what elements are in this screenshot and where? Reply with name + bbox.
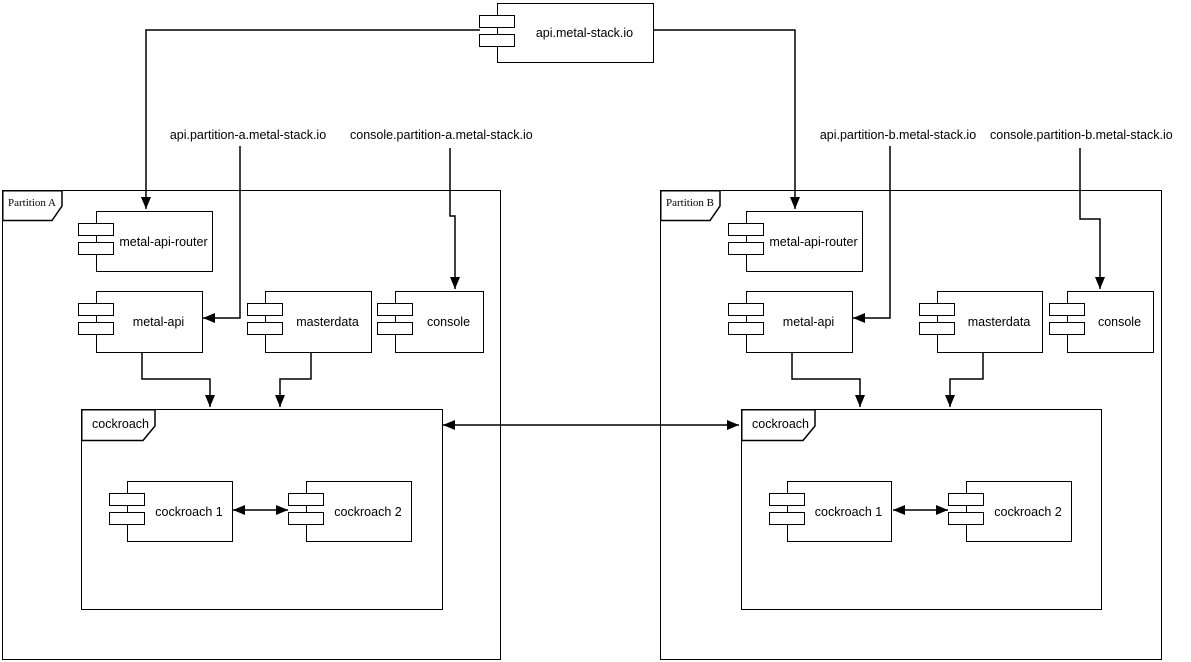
partition-a-tab <box>1 189 63 221</box>
component-port-icon <box>727 242 764 255</box>
component-label: api.metal-stack.io <box>535 26 634 40</box>
component-port-icon <box>77 322 114 335</box>
component-masterdata-a: masterdata <box>246 291 372 353</box>
component-label: cockroach 1 <box>155 504 223 519</box>
component-cockroach-2-b: cockroach 2 <box>947 481 1072 542</box>
component-label: masterdata <box>967 315 1031 329</box>
component-port-icon <box>918 322 955 335</box>
component-api-metal-stack-io: api.metal-stack.io <box>478 3 654 63</box>
component-port-icon <box>246 303 283 316</box>
component-label: metal-api <box>132 315 185 329</box>
component-port-icon <box>246 322 283 335</box>
component-port-icon <box>1048 303 1085 316</box>
component-label: masterdata <box>296 315 359 329</box>
component-port-icon <box>287 512 324 525</box>
component-label: cockroach 1 <box>814 504 883 519</box>
component-label: cockroach 2 <box>334 504 402 519</box>
component-metal-api-router-b: metal-api-router <box>727 211 863 272</box>
component-port-icon <box>918 303 955 316</box>
component-metal-api-b: metal-api <box>727 291 853 353</box>
component-port-icon <box>727 223 764 236</box>
component-port-icon <box>947 512 984 525</box>
endpoint-label-api-partition-b: api.partition-b.metal-stack.io <box>819 128 977 142</box>
component-label: metal-api-router <box>119 234 208 249</box>
component-label: metal-api-router <box>769 234 858 249</box>
partition-a-cockroach-tab <box>80 408 156 441</box>
component-port-icon <box>768 512 805 525</box>
component-label: metal-api <box>782 315 835 329</box>
component-metal-api-router-a: metal-api-router <box>77 211 213 272</box>
component-port-icon <box>376 322 413 335</box>
component-cockroach-1-a: cockroach 1 <box>108 481 233 542</box>
component-console-a: console <box>376 291 484 353</box>
component-port-icon <box>1048 322 1085 335</box>
component-console-b: console <box>1048 291 1154 353</box>
component-port-icon <box>727 303 764 316</box>
endpoint-label-console-partition-a: console.partition-a.metal-stack.io <box>350 128 533 142</box>
component-label: console <box>426 315 471 329</box>
component-port-icon <box>108 493 145 506</box>
component-port-icon <box>478 34 515 47</box>
component-port-icon <box>77 223 114 236</box>
component-metal-api-a: metal-api <box>77 291 203 353</box>
component-port-icon <box>287 493 324 506</box>
component-port-icon <box>768 493 805 506</box>
endpoint-label-api-partition-a: api.partition-a.metal-stack.io <box>169 128 327 142</box>
component-cockroach-1-b: cockroach 1 <box>768 481 892 542</box>
component-port-icon <box>376 303 413 316</box>
partition-b-cockroach-tab <box>740 408 816 441</box>
partition-b-tab <box>659 189 721 221</box>
component-label: console <box>1097 315 1142 329</box>
component-port-icon <box>77 242 114 255</box>
component-label: cockroach 2 <box>994 504 1062 519</box>
endpoint-label-console-partition-b: console.partition-b.metal-stack.io <box>990 128 1173 142</box>
component-port-icon <box>77 303 114 316</box>
component-port-icon <box>727 322 764 335</box>
component-port-icon <box>108 512 145 525</box>
component-port-icon <box>478 15 515 28</box>
component-masterdata-b: masterdata <box>918 291 1043 353</box>
component-cockroach-2-a: cockroach 2 <box>287 481 412 542</box>
component-port-icon <box>947 493 984 506</box>
